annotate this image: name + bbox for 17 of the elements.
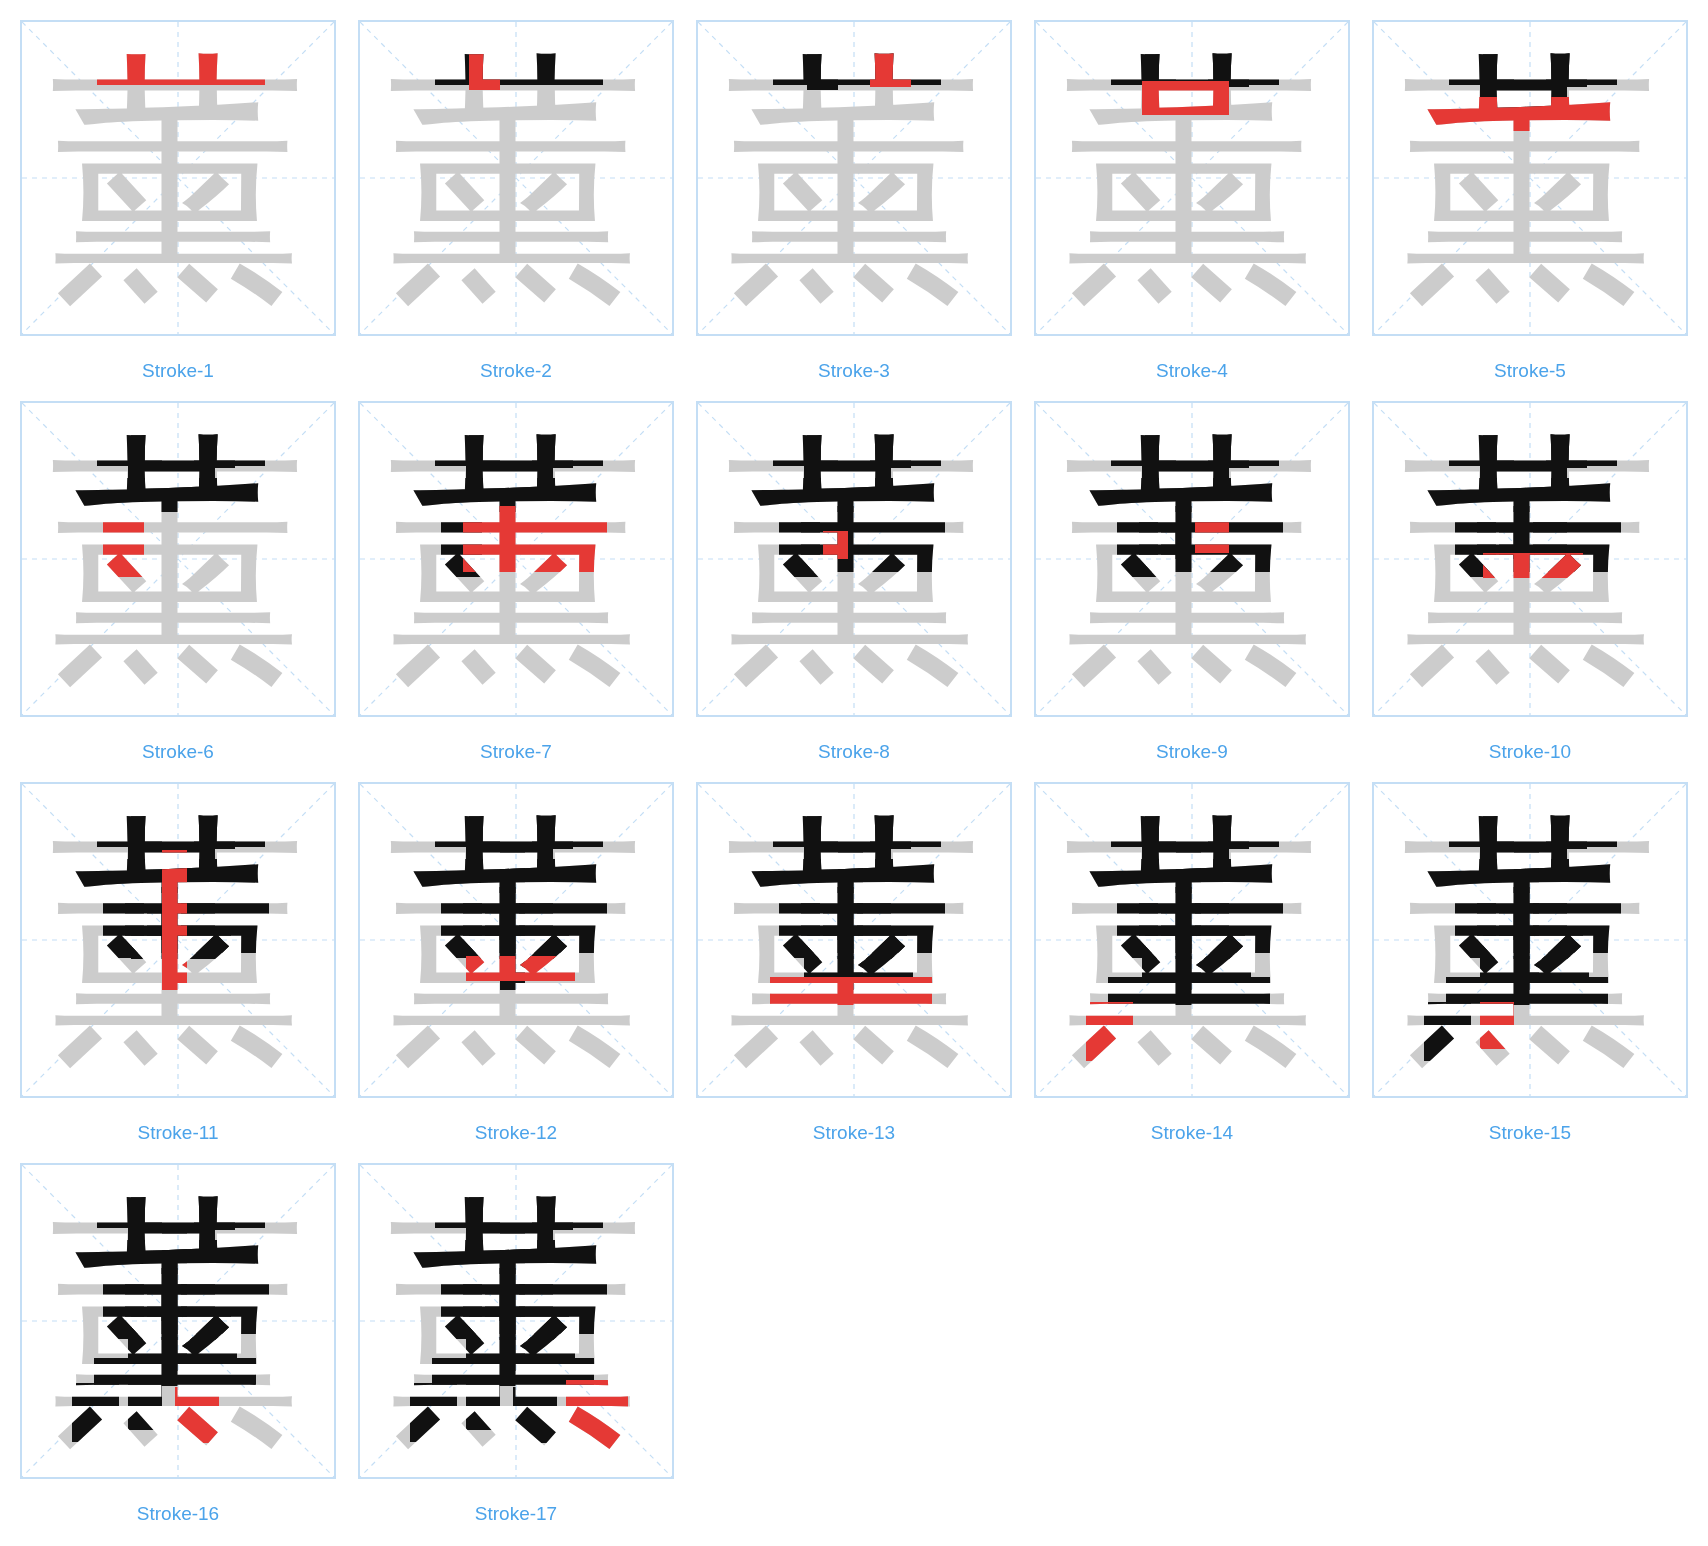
stroke-caption: Stroke-13 [811,1121,897,1145]
stroke-caption: Stroke-10 [1487,740,1573,764]
stroke-caption: Stroke-14 [1149,1121,1235,1145]
stroke-caption: Stroke-6 [141,740,215,764]
stroke-caption: Stroke-11 [136,1121,220,1145]
stroke-caption: Stroke-4 [1155,359,1229,383]
stroke-caption: Stroke-7 [479,740,553,764]
stroke-caption: Stroke-1 [141,359,215,383]
stroke-caption: Stroke-12 [473,1121,559,1145]
stroke-caption: Stroke-15 [1487,1121,1573,1145]
stroke-caption: Stroke-5 [1493,359,1567,383]
stroke-caption: Stroke-2 [479,359,553,383]
stroke-caption: Stroke-8 [817,740,891,764]
stroke-caption: Stroke-3 [817,359,891,383]
stroke-caption: Stroke-17 [473,1502,559,1526]
stroke-caption: Stroke-16 [135,1502,221,1526]
stroke-caption: Stroke-9 [1155,740,1229,764]
